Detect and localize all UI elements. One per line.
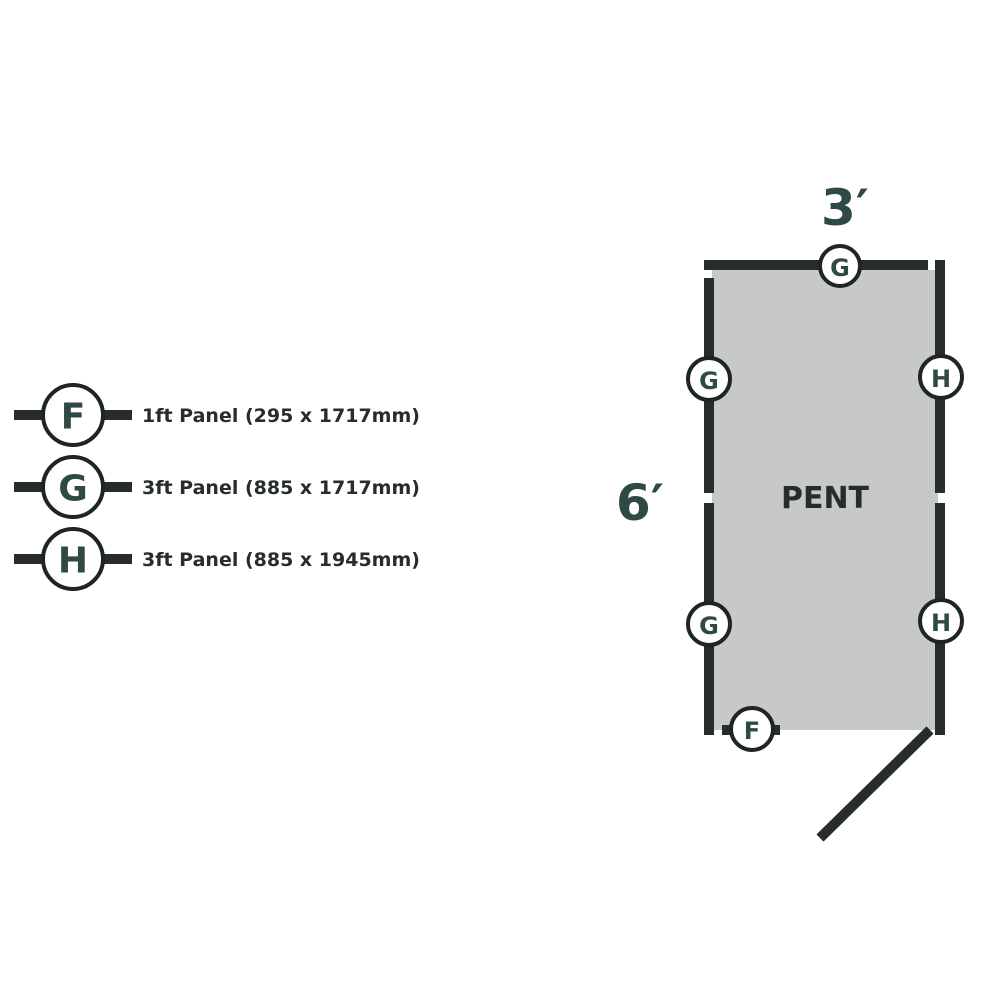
width-dimension: 3′ bbox=[821, 179, 869, 237]
legend-item-f: F 1ft Panel (295 x 1717mm) bbox=[14, 383, 420, 447]
svg-text:G: G bbox=[699, 367, 719, 395]
depth-dimension: 6′ bbox=[616, 474, 664, 532]
svg-text:H: H bbox=[58, 541, 88, 582]
panel-h-badge: H bbox=[41, 527, 105, 591]
svg-text:G: G bbox=[830, 254, 850, 282]
svg-text:F: F bbox=[744, 717, 760, 745]
floor-area bbox=[712, 270, 938, 730]
panel-badge-front: F bbox=[729, 706, 775, 752]
panel-badge-top: G bbox=[818, 244, 862, 288]
svg-text:G: G bbox=[699, 612, 719, 640]
panel-badge-left-upper: G bbox=[686, 356, 732, 402]
floor-plan: 3′ 6′ PENT G G G H H F bbox=[616, 179, 964, 842]
panel-g-badge: G bbox=[41, 455, 105, 519]
legend-label: 3ft Panel (885 x 1717mm) bbox=[142, 477, 420, 499]
svg-text:H: H bbox=[931, 609, 951, 637]
panel-badge-right-lower: H bbox=[918, 598, 964, 644]
svg-text:G: G bbox=[58, 469, 88, 510]
legend-label: 3ft Panel (885 x 1945mm) bbox=[142, 549, 420, 571]
legend-item-g: G 3ft Panel (885 x 1717mm) bbox=[14, 455, 420, 519]
legend: F 1ft Panel (295 x 1717mm) G 3ft Panel (… bbox=[14, 383, 420, 591]
svg-text:H: H bbox=[931, 365, 951, 393]
door-swing bbox=[816, 726, 934, 842]
legend-item-h: H 3ft Panel (885 x 1945mm) bbox=[14, 527, 420, 591]
panel-badge-right-upper: H bbox=[918, 354, 964, 400]
roof-type-label: PENT bbox=[781, 481, 870, 516]
panel-f-badge: F bbox=[41, 383, 105, 447]
panel-badge-left-lower: G bbox=[686, 601, 732, 647]
svg-text:F: F bbox=[61, 397, 86, 438]
legend-label: 1ft Panel (295 x 1717mm) bbox=[142, 405, 420, 427]
